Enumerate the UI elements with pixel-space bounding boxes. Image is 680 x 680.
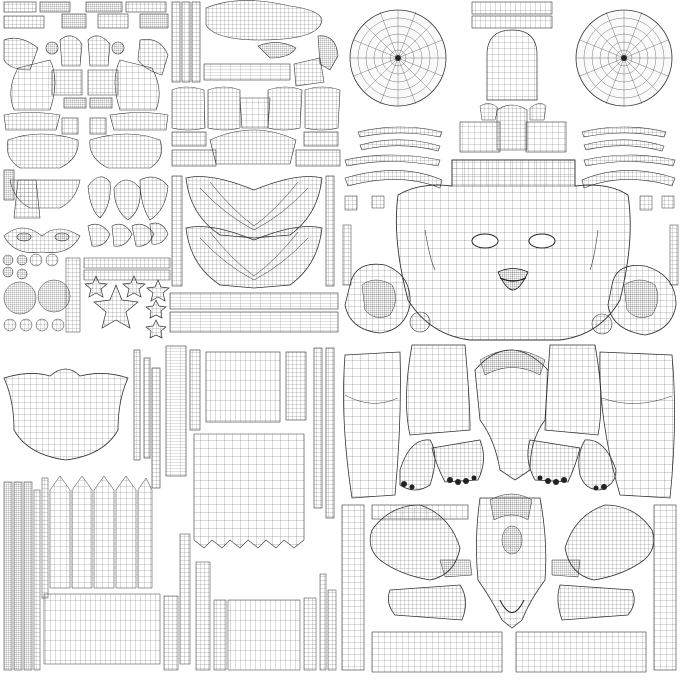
wing-lower [185, 226, 323, 289]
hand-right [551, 504, 655, 621]
arm-right [599, 351, 675, 499]
sphere-clusters [2, 253, 171, 333]
foot-left [399, 439, 484, 491]
ear-right [591, 195, 679, 336]
center-mid-shells [171, 86, 341, 167]
small-shells-top-left [3, 1, 169, 201]
eye-disc-left [349, 9, 447, 107]
torso-back [476, 493, 547, 629]
arm-left [343, 351, 401, 499]
long-strips-lower-left [3, 475, 337, 671]
left-tall-column-strips [169, 175, 339, 333]
foot-right [527, 439, 617, 491]
nose-bridge [459, 29, 567, 153]
star-cluster [84, 275, 170, 339]
bottom-right-strips [341, 504, 677, 673]
ear-left [342, 195, 431, 334]
head-face [395, 159, 631, 341]
center-top-column-strips [171, 0, 339, 87]
top-strip [471, 1, 553, 29]
neck-chest-piece [3, 368, 129, 461]
strip-columns-center [133, 345, 335, 549]
hand-left [369, 504, 473, 621]
brow-strips [344, 126, 676, 189]
eye-disc-right [575, 9, 673, 107]
left-feather-shells [3, 176, 169, 253]
torso-front [406, 344, 602, 481]
wing-upper [185, 176, 323, 239]
